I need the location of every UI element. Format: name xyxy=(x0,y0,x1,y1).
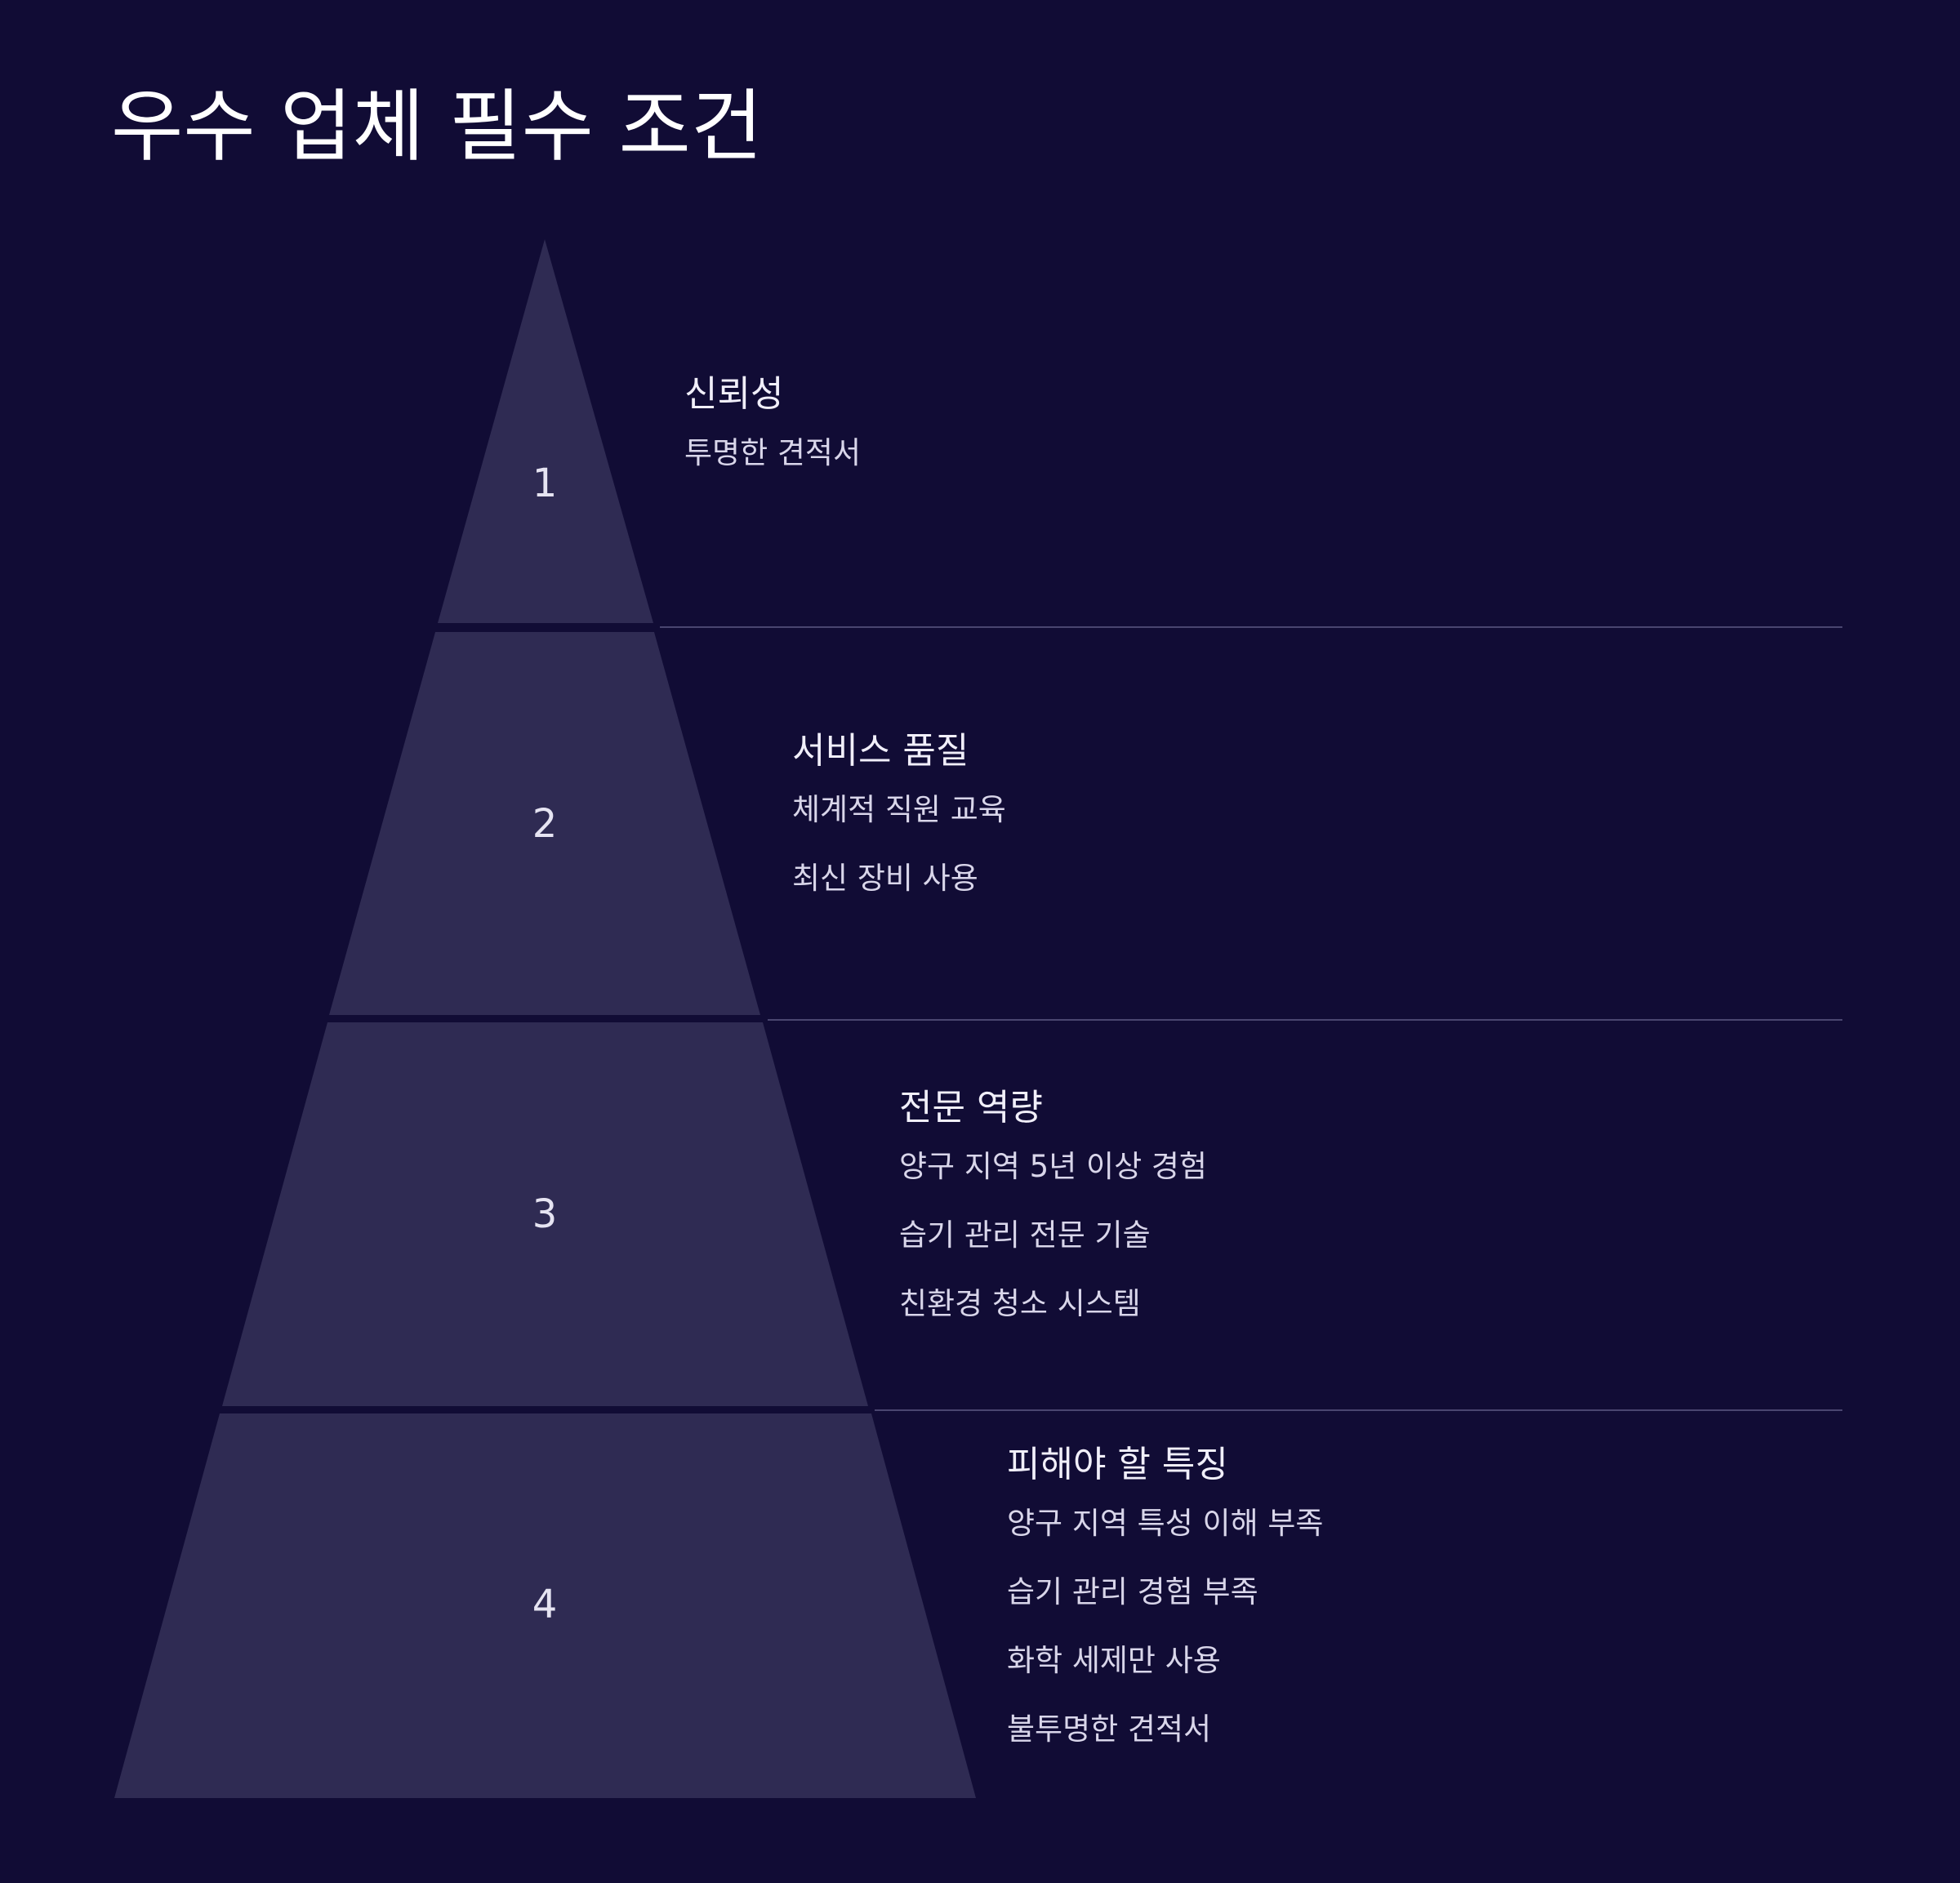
tier-heading: 신뢰성 xyxy=(684,373,784,415)
tier-item: 습기 관리 경험 부족 xyxy=(1007,1574,1258,1609)
tier-heading: 피해야 할 특징 xyxy=(1007,1444,1228,1485)
tier-heading: 서비스 품질 xyxy=(792,730,969,772)
tier-item: 양구 지역 특성 이해 부족 xyxy=(1007,1506,1324,1541)
tier-item: 습기 관리 전문 기술 xyxy=(899,1217,1151,1253)
tier-item: 체계적 직원 교육 xyxy=(792,792,1006,827)
tier-item-list: 투명한 견적서 xyxy=(684,434,861,502)
pyramid-segment-1 xyxy=(438,239,653,623)
tier-number-3: 3 xyxy=(532,1191,558,1237)
tier-item: 양구 지역 5년 이상 경험 xyxy=(899,1149,1207,1184)
tier-number-4: 4 xyxy=(532,1582,558,1627)
tier-item: 투명한 견적서 xyxy=(684,435,862,470)
tier-heading: 전문 역량 xyxy=(899,1087,1043,1128)
pyramid-segment-3 xyxy=(222,1022,868,1406)
tier-number-2: 2 xyxy=(532,801,558,847)
pyramid-segment-4 xyxy=(114,1413,976,1798)
tier-item: 친환경 청소 시스템 xyxy=(899,1286,1141,1321)
page-title: 우수 업체 필수 조건 xyxy=(111,81,764,172)
tier-item: 최신 장비 사용 xyxy=(792,861,978,896)
pyramid-segment-2 xyxy=(329,632,760,1015)
tier-item: 불투명한 견적서 xyxy=(1007,1712,1212,1747)
tier-number-1: 1 xyxy=(532,461,558,506)
tier-item: 화학 세제만 사용 xyxy=(1007,1643,1221,1678)
